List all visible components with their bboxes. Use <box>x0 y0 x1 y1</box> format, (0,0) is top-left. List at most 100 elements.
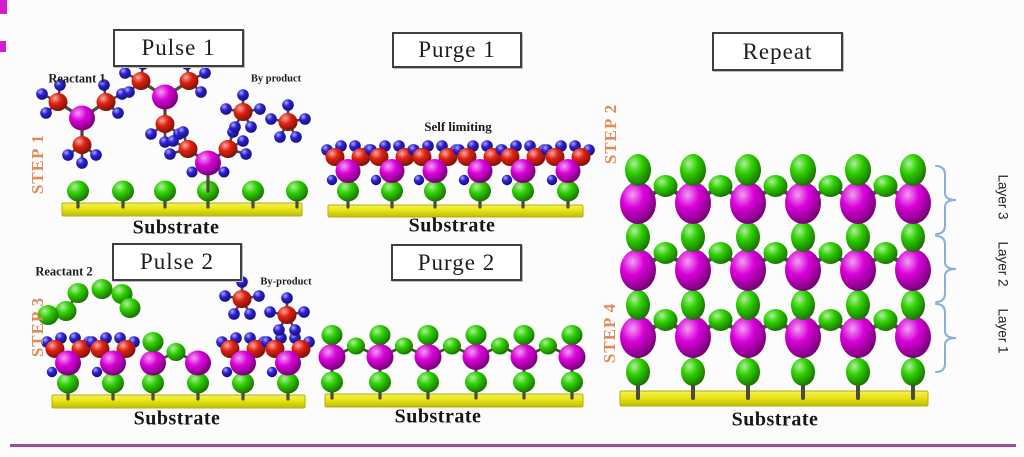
atom-blue <box>228 308 240 320</box>
atom-blue <box>46 366 58 378</box>
atom-green <box>901 222 925 252</box>
atom-green <box>321 371 343 393</box>
atom-magenta <box>730 182 766 224</box>
atom-green <box>735 154 761 186</box>
atom-green <box>232 372 254 394</box>
atom-green <box>626 290 650 320</box>
substrate-bar <box>324 393 584 408</box>
atom-green <box>417 325 439 345</box>
reactant2-label: Reactant 2 <box>35 264 93 279</box>
atom-blue <box>237 135 249 147</box>
atom-blue <box>244 308 256 320</box>
atom-green <box>443 337 461 355</box>
step1-panel-graphics <box>36 58 311 217</box>
atom-green <box>901 358 925 386</box>
atom-green <box>469 180 491 202</box>
atom-green <box>91 279 113 299</box>
atom-red <box>48 93 68 111</box>
atom-blue <box>164 148 176 160</box>
purge1-box-label: Purge 1 <box>418 37 496 62</box>
atom-magenta <box>510 344 538 370</box>
misc-graphics <box>0 0 1016 447</box>
atom-green <box>763 175 788 197</box>
atom-blue <box>76 157 88 169</box>
atom-red <box>325 148 345 166</box>
atom-blue <box>370 174 382 186</box>
atom-red <box>233 103 253 121</box>
atom-blue <box>220 103 232 115</box>
atom-blue <box>195 86 207 98</box>
atom-red <box>218 140 238 158</box>
atom-blue <box>240 148 252 160</box>
atom-magenta <box>895 182 931 224</box>
atom-green <box>681 222 705 252</box>
atom-magenta <box>730 316 766 358</box>
atom-magenta <box>785 316 821 358</box>
atom-green <box>818 175 843 197</box>
atom-blue <box>62 149 74 161</box>
atom-green <box>321 325 343 345</box>
atom-blue <box>326 174 338 186</box>
atom-blue <box>413 174 425 186</box>
atom-green <box>625 154 651 186</box>
step4-label: STEP 4 <box>600 302 619 364</box>
atom-red <box>571 148 591 166</box>
atom-blue <box>229 121 241 133</box>
atom-green <box>680 154 706 186</box>
pulse2-box: Pulse 2 <box>112 243 242 281</box>
atom-green <box>736 290 760 320</box>
atom-blue <box>145 128 157 140</box>
substrate-bar <box>61 202 303 217</box>
atom-green <box>102 372 124 394</box>
atom-red <box>438 148 458 166</box>
atom-magenta <box>140 350 166 376</box>
atom-blue <box>112 107 124 119</box>
atom-magenta <box>366 344 394 370</box>
atom-green <box>513 325 535 345</box>
atom-green <box>187 372 209 394</box>
atom-magenta <box>195 150 221 176</box>
atom-green <box>708 175 733 197</box>
atom-green <box>557 180 579 202</box>
atom-green <box>846 290 870 320</box>
atom-green <box>653 242 678 264</box>
edge-artifact <box>0 41 6 52</box>
atom-red <box>369 148 389 166</box>
atom-blue <box>299 113 311 125</box>
edge-artifact <box>0 0 7 14</box>
atom-magenta <box>675 182 711 224</box>
atom-green <box>845 154 871 186</box>
atom-blue <box>501 174 513 186</box>
atom-blue <box>245 121 257 133</box>
atom-blue <box>237 89 249 101</box>
repeat-box: Repeat <box>712 32 843 71</box>
atom-blue <box>54 79 66 91</box>
atom-green <box>286 180 308 202</box>
purge1-box: Purge 1 <box>392 32 522 68</box>
atom-green <box>626 222 650 252</box>
repeat-box-label: Repeat <box>742 38 813 64</box>
atom-green <box>846 222 870 252</box>
atom-green <box>763 242 788 264</box>
layer-braces <box>935 165 957 373</box>
atom-blue <box>221 366 233 378</box>
atom-green <box>465 371 487 393</box>
atom-magenta <box>555 159 581 183</box>
atom-magenta <box>152 84 178 110</box>
atom-red <box>155 115 175 133</box>
substrate-bar <box>619 390 929 407</box>
atom-green <box>736 358 760 386</box>
atom-blue <box>264 306 276 318</box>
atom-green <box>513 371 535 393</box>
atom-green <box>37 305 59 325</box>
atom-green <box>154 180 176 202</box>
atom-blue <box>266 366 278 378</box>
atom-red <box>412 148 432 166</box>
atom-magenta <box>414 344 442 370</box>
atom-blue <box>265 113 277 125</box>
atom-red <box>351 148 371 166</box>
atom-blue <box>123 86 135 98</box>
atom-green <box>763 309 788 331</box>
atom-magenta <box>55 350 81 376</box>
atom-green <box>424 180 446 202</box>
